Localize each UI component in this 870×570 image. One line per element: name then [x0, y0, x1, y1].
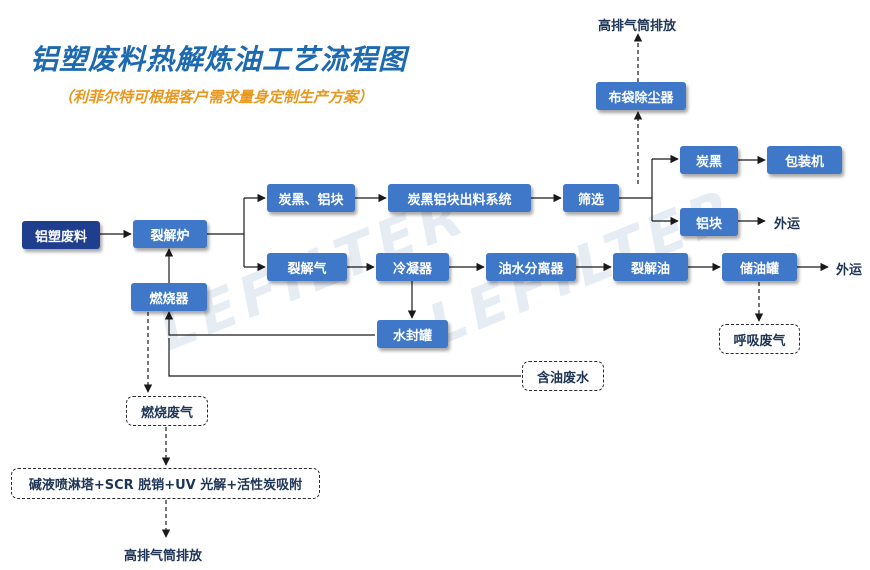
node-pyrolysis-gas: 裂解气	[267, 253, 347, 281]
node-pyrolysis-oil: 裂解油	[613, 253, 688, 281]
node-pyrolysis-furnace: 裂解炉	[133, 220, 207, 248]
node-packing-machine: 包装机	[767, 146, 842, 174]
node-combustion-gas: 燃烧废气	[126, 396, 208, 426]
diagram-title: 铝塑废料热解炼油工艺流程图	[30, 43, 408, 76]
node-al-block: 铝块	[680, 208, 738, 236]
node-oil-water-separator: 油水分离器	[486, 253, 576, 281]
node-feed: 铝塑废料	[22, 221, 100, 249]
diagram-subtitle: （利菲尔特可根据客户需求量身定制生产方案）	[58, 88, 374, 106]
node-screening: 筛选	[563, 184, 619, 212]
node-bag-filter: 布袋除尘器	[596, 82, 686, 110]
node-carbon-black: 炭黑	[680, 146, 738, 174]
node-oil-tank: 储油罐	[722, 253, 797, 281]
node-breathing-gas: 呼吸废气	[719, 324, 800, 354]
node-discharge-system: 炭黑铝块出料系统	[388, 184, 531, 212]
node-treatment: 碱液喷淋塔+SCR 脱销+UV 光解+活性炭吸附	[11, 468, 320, 499]
arrow-water-seal-to-burner	[164, 311, 375, 336]
node-carbon-al: 炭黑、铝块	[267, 184, 355, 212]
node-oily-wastewater: 含油废水	[522, 361, 604, 391]
export-al: 外运	[774, 217, 801, 232]
node-burner: 燃烧器	[131, 283, 207, 311]
node-water-seal-tank: 水封罐	[377, 320, 448, 348]
line-wastewater-to-burner	[168, 338, 521, 377]
node-condenser: 冷凝器	[376, 253, 449, 281]
export-oil: 外运	[836, 263, 863, 278]
stack-emission-top: 高排气筒排放	[598, 19, 677, 34]
stack-emission-bottom: 高排气筒排放	[124, 549, 203, 564]
